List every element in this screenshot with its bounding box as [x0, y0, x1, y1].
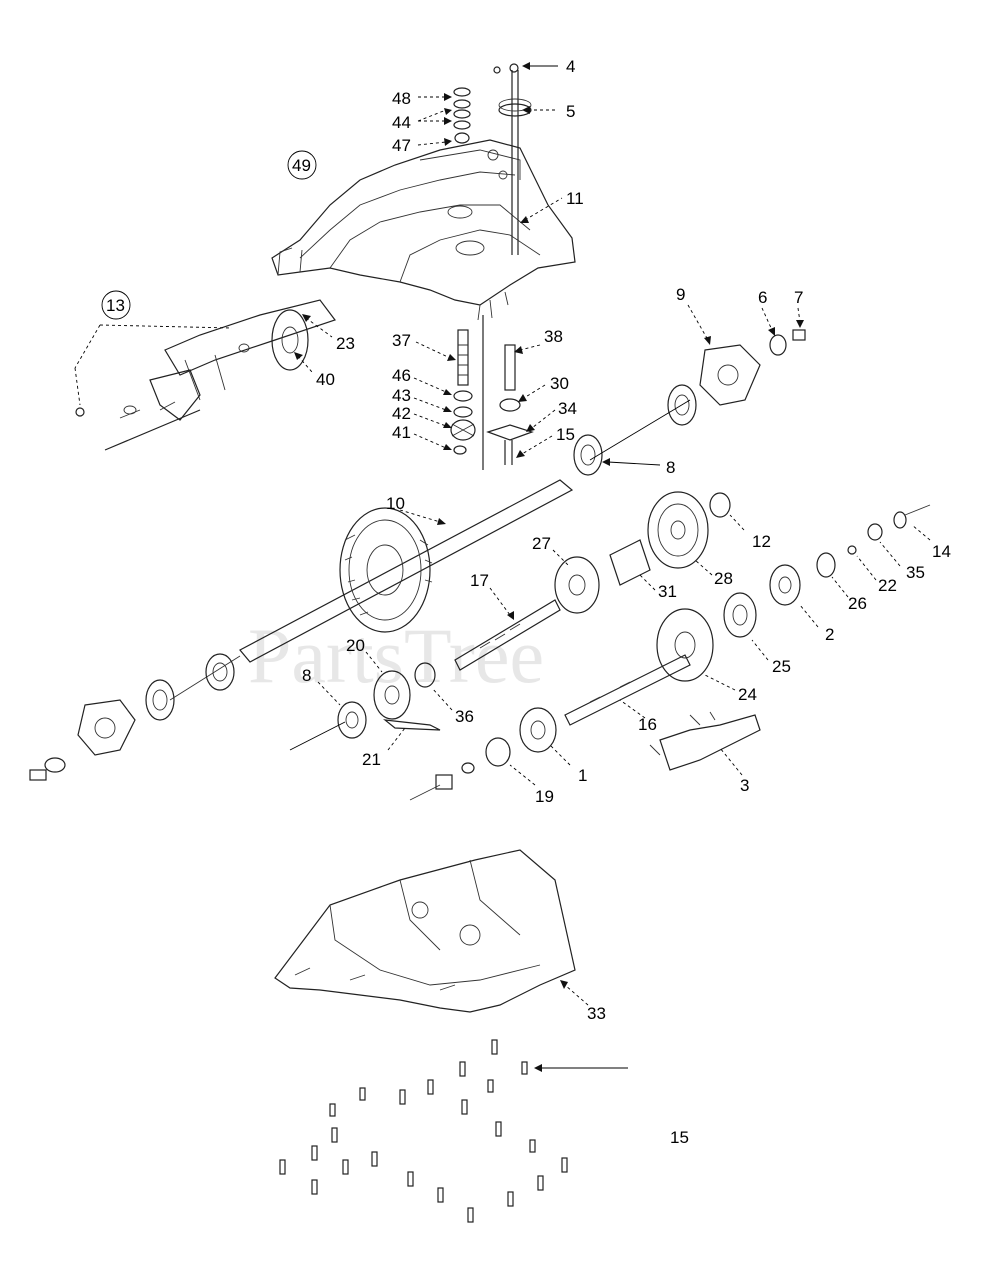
- right-hub-assembly: [573, 329, 806, 476]
- sprocket-assembly: [289, 662, 441, 751]
- callout-2: 2: [825, 625, 834, 644]
- callout-34: 34: [558, 399, 577, 418]
- axle-shaft: [169, 479, 574, 701]
- callout-27: 27: [532, 534, 551, 553]
- callout-19: 19: [535, 787, 554, 806]
- callout-11: 11: [566, 189, 584, 208]
- callout-48: 48: [392, 89, 411, 108]
- left-hub-assembly: [29, 653, 235, 781]
- callout-8-left: 8: [302, 666, 311, 685]
- callout-38: 38: [544, 327, 563, 346]
- callout-10: 10: [386, 494, 405, 513]
- callout-14: 14: [932, 542, 951, 561]
- callout-1: 1: [578, 766, 587, 785]
- callout-46: 46: [392, 366, 411, 385]
- callout-20: 20: [346, 636, 365, 655]
- callout-33: 33: [587, 1004, 606, 1023]
- seal-stack: [453, 87, 471, 144]
- shift-rod: [493, 63, 532, 255]
- upper-housing: [271, 139, 576, 321]
- label-49-circle: [287, 150, 317, 180]
- countershafts: [454, 599, 691, 726]
- callout-47: 47: [392, 136, 411, 155]
- callout-36: 36: [455, 707, 474, 726]
- callout-labels: 4 5 48 44 47 49 11 13 23 40 37 46 43 42 …: [106, 57, 951, 1147]
- callout-23: 23: [336, 334, 355, 353]
- callout-15-upper: 15: [556, 425, 575, 444]
- callout-25: 25: [772, 657, 791, 676]
- callout-12: 12: [752, 532, 771, 551]
- callout-16: 16: [638, 715, 657, 734]
- callout-43: 43: [392, 386, 411, 405]
- callout-37: 37: [392, 331, 411, 350]
- callout-15-lower: 15: [670, 1128, 689, 1147]
- callout-44: 44: [392, 113, 411, 132]
- leader-lines: [74, 62, 931, 1072]
- callout-30: 30: [550, 374, 569, 393]
- callout-40: 40: [316, 370, 335, 389]
- left-axle-assembly: [75, 299, 336, 451]
- callout-7: 7: [794, 288, 803, 307]
- shift-fork-assembly: [486, 344, 534, 465]
- intermediate-gears: [554, 491, 731, 614]
- callout-13: 13: [106, 296, 125, 315]
- callout-26: 26: [848, 594, 867, 613]
- callout-8-right: 8: [666, 458, 675, 477]
- watermark: PartsTree: [248, 612, 544, 699]
- callout-31: 31: [658, 582, 677, 601]
- right-shaft-components: [656, 504, 931, 682]
- callout-35: 35: [906, 563, 925, 582]
- callout-3: 3: [740, 776, 749, 795]
- input-shaft-assembly: [450, 315, 484, 470]
- callout-5: 5: [566, 102, 575, 121]
- callout-42: 42: [392, 404, 411, 423]
- callout-49: 49: [292, 156, 311, 175]
- callout-28: 28: [714, 569, 733, 588]
- callout-21: 21: [362, 750, 381, 769]
- callout-17: 17: [470, 571, 489, 590]
- lower-gear-cluster: [409, 707, 557, 801]
- shift-fork: [649, 711, 761, 771]
- callout-22: 22: [878, 576, 897, 595]
- callout-9: 9: [676, 285, 685, 304]
- lower-housing: [274, 849, 576, 1013]
- label-13-circle: [101, 290, 131, 320]
- callout-41: 41: [392, 423, 411, 442]
- callout-24: 24: [738, 685, 757, 704]
- bolt-set: [279, 1039, 568, 1223]
- callout-6: 6: [758, 288, 767, 307]
- callout-4: 4: [566, 57, 575, 76]
